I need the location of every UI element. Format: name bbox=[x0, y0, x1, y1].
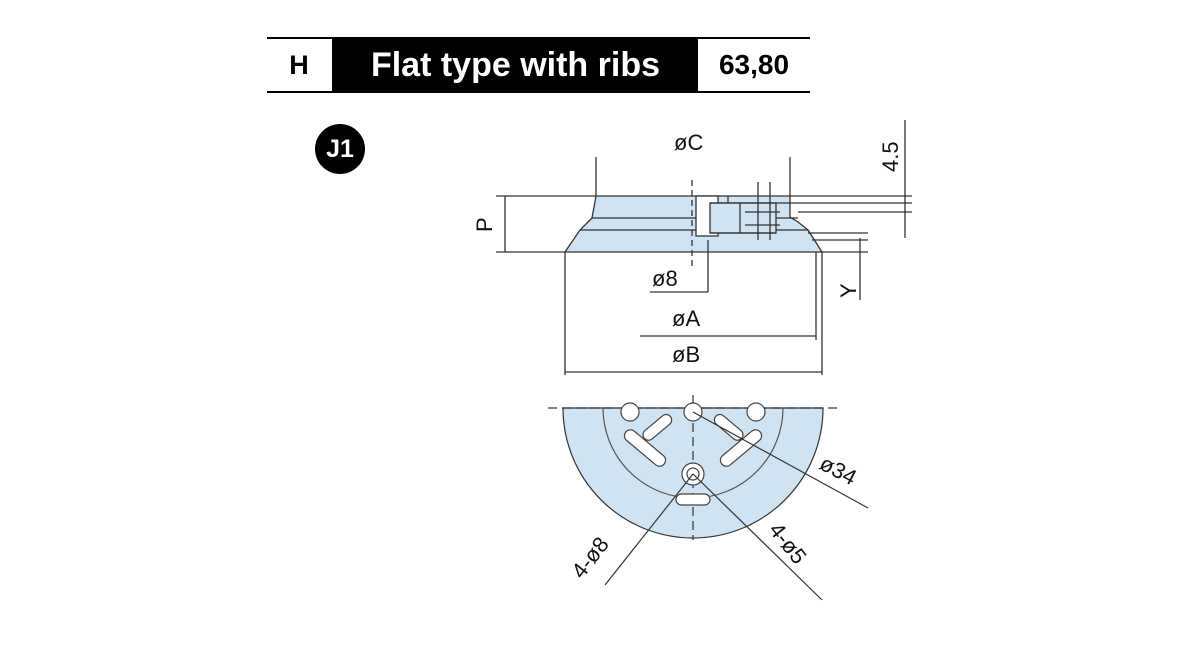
type-code: H bbox=[289, 49, 309, 80]
dim-y: Y bbox=[836, 283, 861, 298]
dim-c: øC bbox=[674, 130, 703, 155]
bottom-view bbox=[548, 395, 869, 601]
dim-top-gap: 4.5 bbox=[878, 141, 903, 172]
dim-bore: ø8 bbox=[652, 266, 678, 291]
dim-a: øA bbox=[672, 306, 700, 331]
dim-pcd: ø34 bbox=[816, 450, 861, 490]
cup-profile bbox=[563, 195, 824, 253]
side-view bbox=[496, 120, 912, 375]
product-title: Flat type with ribs bbox=[333, 37, 698, 93]
size-range: 63,80 bbox=[718, 49, 790, 80]
dim-p: P bbox=[472, 217, 497, 232]
dim-b: øB bbox=[672, 342, 700, 367]
dim-holes-small: 4-ø5 bbox=[764, 518, 812, 569]
dim-holes-large: 4-ø8 bbox=[566, 532, 614, 583]
variant-badge: J1 bbox=[315, 124, 365, 174]
